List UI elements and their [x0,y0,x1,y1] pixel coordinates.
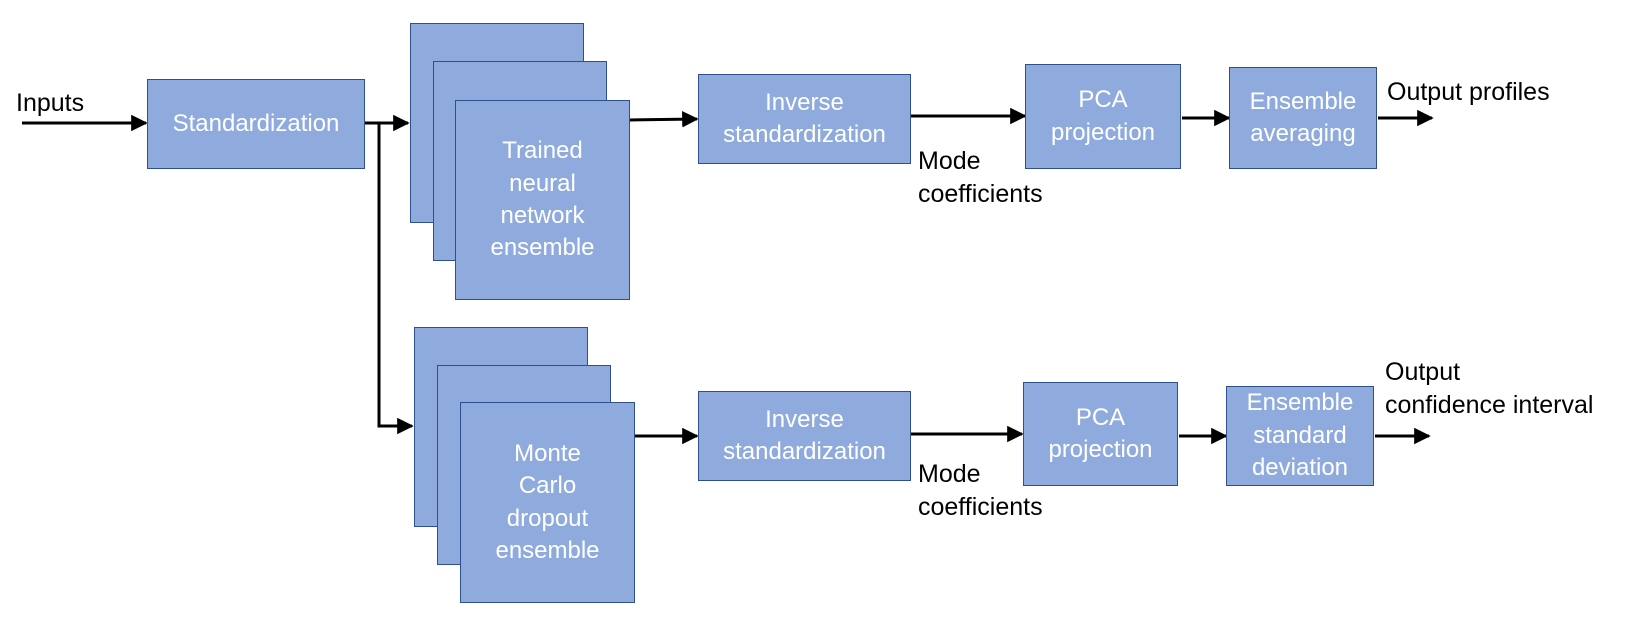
inverse-standardization-bottom-box: Inverse standardization [698,391,911,481]
arrow-nn-to-inverse-top [629,110,699,128]
mc-ensemble-box: Monte Carlo dropout ensemble [460,402,635,603]
output-profiles-label: Output profiles [1387,78,1550,106]
inverse-standardization-top-box: Inverse standardization [698,74,911,164]
mode-coefficients-bottom-label: Mode coefficients [918,460,1043,521]
standardization-box: Standardization [147,79,365,169]
mode-coefficients-top-label: Mode coefficients [918,147,1043,208]
ensemble-averaging-box: Ensemble averaging [1229,67,1377,169]
inputs-label: Inputs [16,89,85,117]
pca-projection-top-box: PCA projection [1025,64,1181,169]
arrow-branch-to-mc [377,123,414,435]
output-confidence-label: Output confidence interval [1385,358,1594,419]
ensemble-std-dev-box: Ensemble standard deviation [1226,386,1374,486]
nn-ensemble-box: Trained neural network ensemble [455,100,630,300]
pca-projection-bottom-box: PCA projection [1023,382,1178,486]
